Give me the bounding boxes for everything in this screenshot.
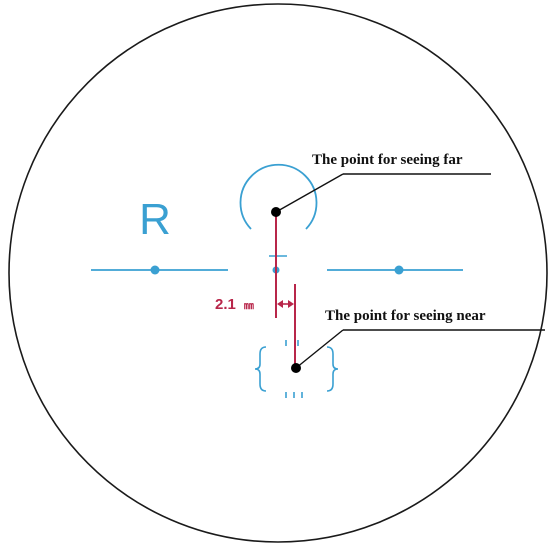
far-point-leader xyxy=(275,173,344,213)
far-point-dot xyxy=(271,207,281,217)
measurement-arrow xyxy=(277,300,294,308)
measurement-unit: ㎜ xyxy=(244,301,254,312)
far-point-label: The point for seeing far xyxy=(312,152,463,168)
lens-side-label: R xyxy=(139,195,171,244)
right-reference-dot xyxy=(394,265,404,275)
left-reference-dot xyxy=(150,265,160,275)
near-point-label: The point for seeing near xyxy=(325,308,486,324)
measurement-value: 2.1 xyxy=(215,296,236,313)
lens-outline xyxy=(8,3,548,543)
measurement-guide-lines xyxy=(275,212,296,368)
measurement-label: 2.1 ㎜ xyxy=(215,296,254,313)
far-vision-arc xyxy=(239,163,318,230)
near-vision-bracket xyxy=(254,340,339,398)
near-point-dot xyxy=(291,363,301,373)
near-point-leader xyxy=(295,329,344,369)
